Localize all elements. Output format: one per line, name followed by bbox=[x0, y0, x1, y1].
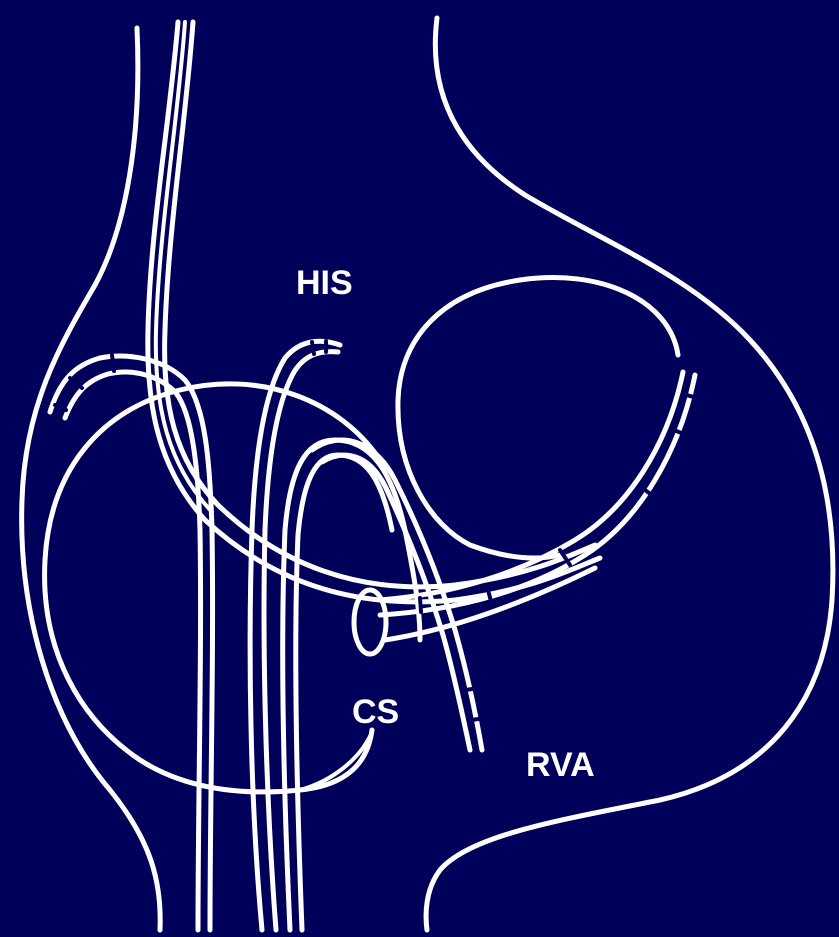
rva-electrode-2 bbox=[472, 718, 484, 720]
cs-label: CS bbox=[352, 695, 399, 729]
ventricle-loop bbox=[398, 277, 678, 558]
rva-label: RVA bbox=[526, 748, 595, 782]
partial-left-label: A bbox=[0, 360, 1, 394]
cs-curve-outer bbox=[380, 375, 695, 615]
hra-electrode-3 bbox=[112, 355, 114, 371]
rva-electrode-1 bbox=[466, 688, 478, 690]
hra-electrode-1 bbox=[55, 405, 66, 410]
his-electrode-1 bbox=[312, 342, 314, 354]
svc-wall-left bbox=[148, 22, 600, 602]
heart-outline-left bbox=[22, 28, 161, 930]
cs-curve-inner bbox=[380, 372, 683, 600]
hra-catheter-inner bbox=[65, 372, 201, 930]
his-label: HIS bbox=[296, 266, 353, 300]
cs-electrode-6 bbox=[420, 598, 421, 612]
hra-electrode-2 bbox=[70, 378, 82, 388]
svc-wall-right bbox=[165, 22, 595, 587]
hra-catheter-outer bbox=[50, 356, 213, 930]
heart-outline-right bbox=[426, 18, 833, 930]
